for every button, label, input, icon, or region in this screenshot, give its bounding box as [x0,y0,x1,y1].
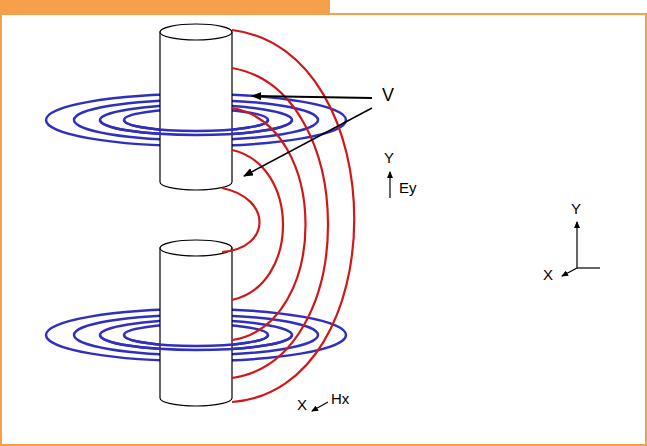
field-component-label: Ey [399,180,417,195]
axis-label: X [297,397,307,412]
field-arrow [389,172,390,198]
field-arrow [312,402,328,411]
header-bar [0,0,330,14]
voltage-label: V [382,86,394,104]
axis-label: Y [571,201,581,216]
field-component-label: Hx [331,391,349,406]
axis-triad [562,222,600,276]
leader-arrow [252,96,372,98]
frame-border [1,14,646,445]
leader-arrow [244,108,372,176]
axis-label: X [543,267,553,282]
electric-field-lines [222,30,354,402]
axis-label: Y [384,150,394,165]
